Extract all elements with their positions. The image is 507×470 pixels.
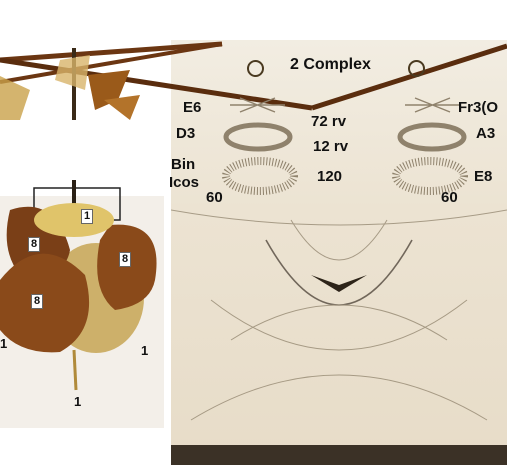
label-d3: D3 — [176, 125, 195, 142]
label-a3: A3 — [476, 125, 495, 142]
leaf-label-left-edge: 1 — [0, 336, 7, 351]
leaf-label-right-edge: 1 — [141, 343, 148, 358]
label-icos: Icos — [169, 174, 199, 191]
diagram-title: 2 Complex — [290, 56, 371, 74]
leaf-label-upper-right: 8 — [119, 252, 131, 267]
label-fr3: Fr3(O — [458, 99, 498, 116]
center-vertex — [311, 275, 367, 292]
leaf-label-lower-left: 8 — [31, 294, 43, 309]
label-120: 120 — [317, 168, 342, 185]
left-circle-icon — [247, 60, 264, 77]
bottom-band — [171, 445, 507, 465]
label-e6: E6 — [183, 99, 201, 116]
leaf-label-bottom: 1 — [74, 394, 81, 409]
label-e8: E8 — [474, 168, 492, 185]
leaf-label-top: 1 — [81, 209, 93, 224]
label-72rv: 72 rv — [311, 113, 346, 130]
label-60-left: 60 — [206, 189, 223, 206]
leaf-label-upper-left: 8 — [28, 237, 40, 252]
label-12rv: 12 rv — [313, 138, 348, 155]
label-bin: Bin — [171, 156, 195, 173]
right-circle-icon — [408, 60, 425, 77]
label-60-right: 60 — [441, 189, 458, 206]
